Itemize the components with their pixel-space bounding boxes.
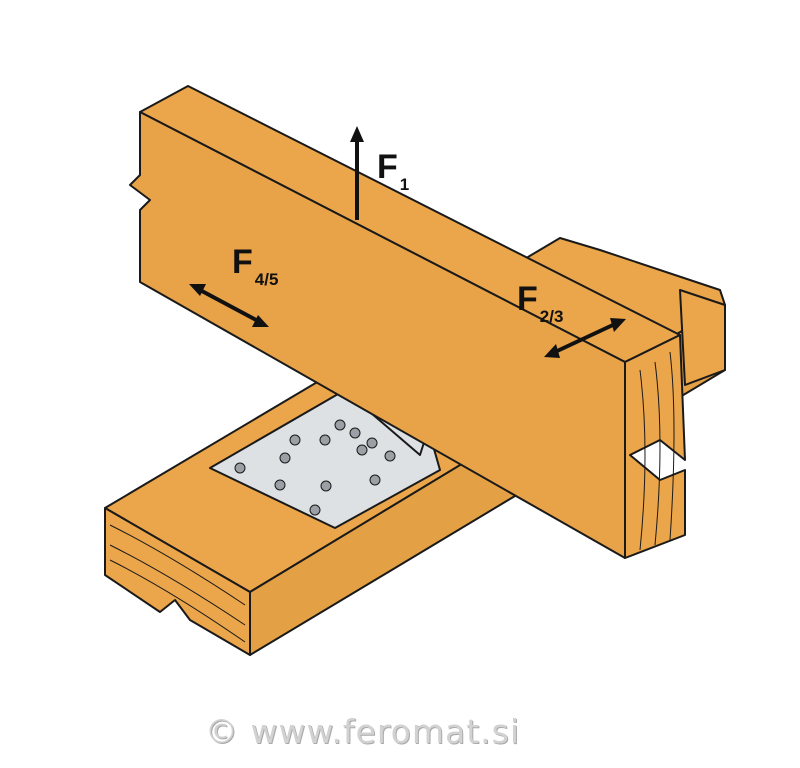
wood-grain xyxy=(639,351,675,551)
arrow-f23 xyxy=(554,322,616,354)
f23-subscript: 2/3 xyxy=(539,307,564,326)
upper-beam xyxy=(129,85,726,559)
f1-subscript: 1 xyxy=(399,175,410,194)
force-arrows xyxy=(189,126,626,358)
f1-symbol: F xyxy=(377,148,398,186)
lower-beam-end-grain xyxy=(104,507,251,656)
upper-beam-end-grain xyxy=(624,334,686,559)
watermark: © www.feromat.si xyxy=(205,712,521,751)
f45-symbol: F xyxy=(232,243,253,281)
arrowhead-f1 xyxy=(350,126,364,142)
f23-symbol: F xyxy=(517,280,538,318)
f45-subscript: 4/5 xyxy=(254,270,279,289)
wood-grain xyxy=(109,524,246,643)
arrow-f45 xyxy=(199,288,259,323)
